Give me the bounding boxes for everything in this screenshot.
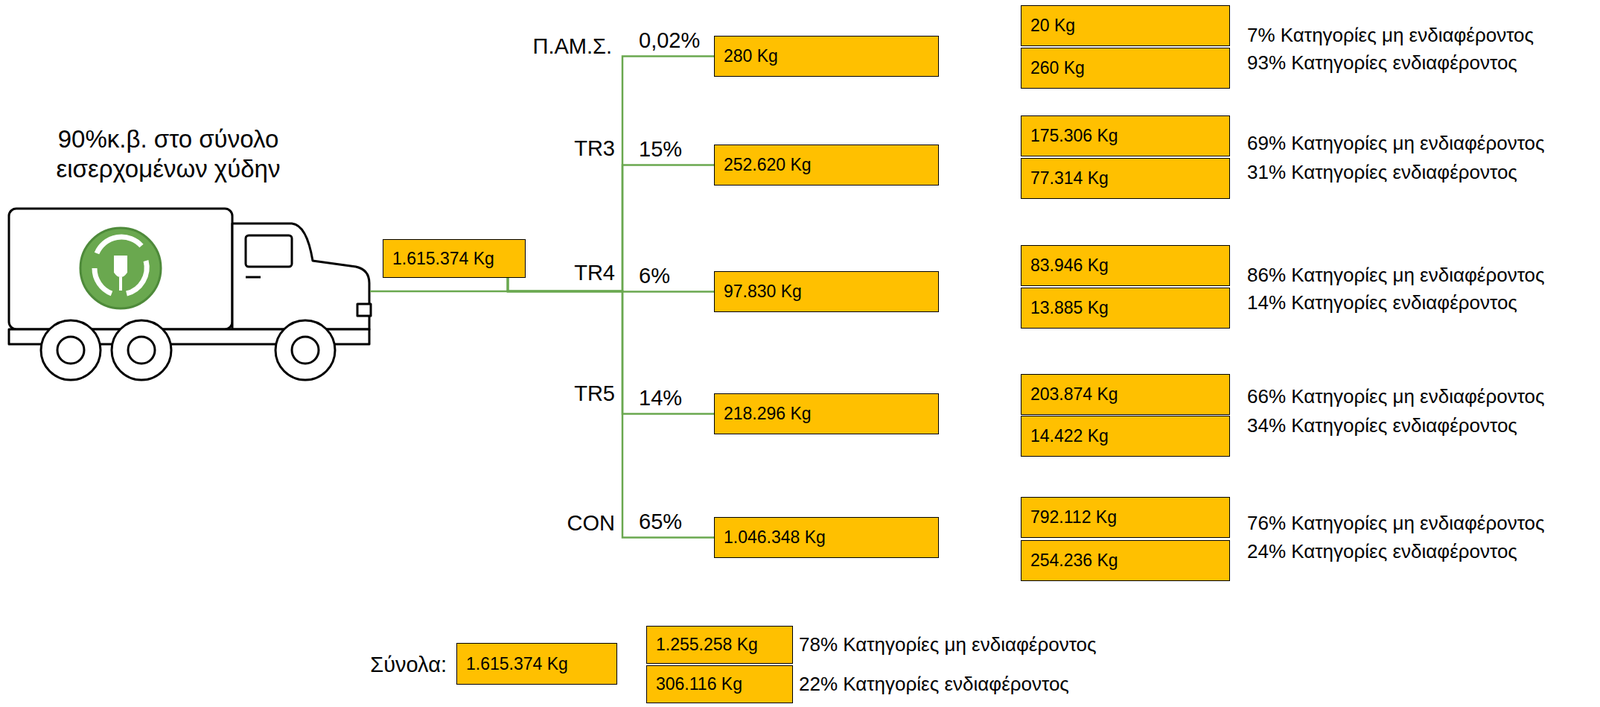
quantity-box: 252.620 Kg [714,144,939,186]
quantity-text: 792.112 Kg [1030,507,1117,528]
quantity-box: 218.296 Kg [714,393,939,435]
cargo-box [8,208,233,330]
quantity-text: 83.946 Kg [1030,255,1109,276]
quantity-text: 13.885 Kg [1030,297,1109,318]
wheel-hub [291,336,319,364]
quantity-text: 1.255.258 Kg [655,634,758,655]
wheel-hub [128,336,155,364]
category-name: Π.ΑΜ.Σ. [532,33,613,60]
logo-arrow [96,236,142,254]
quantity-box: 20 Kg [1020,5,1230,47]
share-note: 34% Κατηγορίες ενδιαφέροντος [1247,413,1518,438]
share-percent: 65% [638,510,682,534]
share-percent: 6% [638,264,671,289]
quantity-text: 280 Kg [723,46,779,67]
wheel [275,320,336,380]
quantity-box: 1.615.374 Kg [456,642,618,685]
quantity-text: 1.615.374 Kg [466,653,569,674]
share-note: 78% Κατηγορίες μη ενδιαφέροντος [798,632,1097,656]
logo-arrow [94,268,112,294]
quantity-text: 175.306 Kg [1030,125,1119,146]
branch-line [507,277,715,538]
category-name: TR5 [574,380,615,407]
truck-cab [232,223,370,330]
branch-line [507,56,715,292]
quantity-text: 1.615.374 Kg [392,248,495,269]
share-note: 14% Κατηγορίες ενδιαφέροντος [1247,291,1518,315]
share-note: 93% Κατηγορίες ενδιαφέροντος [1247,51,1518,75]
quantity-box: 254.236 Kg [1020,539,1230,581]
cab-window [245,235,292,267]
branch-line [507,277,715,414]
share-note: 76% Κατηγορίες μη ενδιαφέροντος [1247,511,1545,535]
category-name: Σύνολα: [370,651,447,678]
share-note: 69% Κατηγορίες μη ενδιαφέροντος [1247,131,1545,155]
quantity-text: 1.046.348 Kg [723,527,826,548]
quantity-box: 1.615.374 Kg [382,238,526,278]
quantity-text: 260 Kg [1030,58,1085,79]
quantity-box: 792.112 Kg [1020,496,1230,538]
logo-disc [80,227,161,309]
category-name: TR4 [574,259,615,286]
share-note: 31% Κατηγορίες ενδιαφέροντος [1247,160,1518,184]
share-note: 24% Κατηγορίες ενδιαφέροντος [1247,539,1518,563]
quantity-box: 1.255.258 Kg [646,625,793,664]
share-note: 7% Κατηγορίες μη ενδιαφέροντος [1247,23,1534,47]
quantity-text: 14.422 Kg [1030,425,1109,446]
quantity-text: 77.314 Kg [1030,168,1109,189]
quantity-box: 13.885 Kg [1020,287,1230,329]
share-note: 66% Κατηγορίες μη ενδιαφέροντος [1247,384,1545,409]
recycle-logo [80,227,161,309]
truck-caption: 90%κ.β. στο σύνολο εισερχομένων χύδην [4,124,333,184]
share-percent: 0,02% [638,29,700,53]
quantity-text: 97.830 Kg [723,281,802,302]
quantity-box: 1.046.348 Kg [714,516,939,558]
quantity-box: 260 Kg [1020,47,1230,89]
share-note: 86% Κατηγορίες μη ενδιαφέροντος [1247,263,1545,287]
category-name: TR3 [574,135,615,162]
wheel-hub [57,336,85,364]
share-percent: 14% [638,386,682,411]
quantity-box: 97.830 Kg [714,271,939,312]
quantity-box: 175.306 Kg [1020,115,1230,157]
quantity-text: 254.236 Kg [1030,550,1119,571]
quantity-box: 83.946 Kg [1020,244,1230,286]
share-percent: 15% [638,137,682,162]
headlight [357,303,371,316]
wheel [111,320,172,380]
wheel [40,320,101,380]
branch-line [507,165,715,292]
logo-arrow [126,260,147,294]
quantity-box: 280 Kg [714,35,939,77]
category-name: CON [567,510,615,537]
quantity-text: 20 Kg [1030,15,1076,36]
truck [8,208,371,380]
quantity-text: 252.620 Kg [723,154,812,175]
quantity-text: 218.296 Kg [723,403,812,424]
quantity-text: 306.116 Kg [655,673,743,694]
quantity-box: 77.314 Kg [1020,157,1230,199]
quantity-box: 203.874 Kg [1020,373,1230,415]
quantity-box: 14.422 Kg [1020,415,1230,457]
door-handle [245,276,261,279]
quantity-box: 306.116 Kg [646,664,793,703]
logo-plug [115,256,126,291]
share-note: 22% Κατηγορίες ενδιαφέροντος [798,672,1070,696]
quantity-text: 203.874 Kg [1030,384,1119,405]
